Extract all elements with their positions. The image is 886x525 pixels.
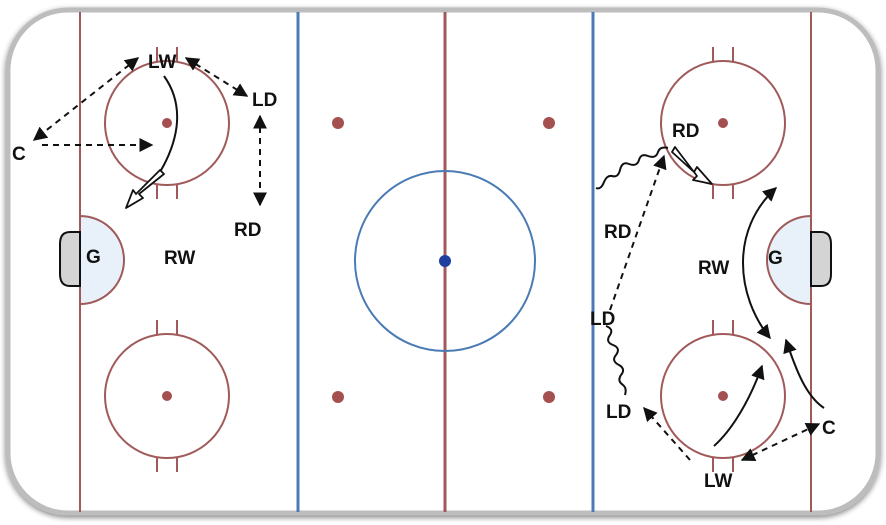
- left-zone-arrows: [32, 57, 267, 207]
- faceoff-circle-right-top: [660, 47, 786, 199]
- label-left-rd: RD: [234, 220, 261, 241]
- goal-net-left: [59, 231, 81, 287]
- label-left-rw: RW: [164, 248, 195, 269]
- label-right-ld-top: LD: [590, 309, 615, 330]
- pass-lw-ld-right-arrow: [643, 406, 691, 461]
- label-right-c: C: [822, 418, 836, 439]
- right-zone-arrows: [595, 146, 825, 462]
- c-skate-path: [783, 338, 825, 409]
- rw-skate-path: [742, 187, 778, 340]
- goal-net-right: [810, 231, 832, 287]
- pass-lw-c-arrow: [32, 57, 140, 141]
- center-circle: [354, 170, 536, 352]
- neutral-dot-top-right: [543, 117, 555, 129]
- label-right-ld: LD: [606, 402, 631, 423]
- center-faceoff-spot: [439, 255, 451, 267]
- neutral-dot-top-left: [332, 117, 344, 129]
- neutral-dot-bottom-right: [543, 391, 555, 403]
- lw-shot-arrow: [125, 169, 165, 209]
- label-left-c: C: [12, 144, 26, 165]
- label-right-rd: RD: [604, 222, 631, 243]
- goal-crease-left: [79, 214, 125, 306]
- label-right-rd-top: RD: [672, 121, 699, 142]
- faceoff-circle-right-bottom: [660, 320, 786, 472]
- pass-lw-c-right-arrow: [740, 422, 821, 462]
- label-right-lw: LW: [704, 471, 733, 492]
- lw-skate-path: [159, 75, 179, 173]
- rd-shot-arrow: [671, 146, 713, 185]
- pass-lw-ld-arrow: [184, 57, 249, 97]
- label-left-lw: LW: [148, 52, 177, 73]
- faceoff-circle-left-bottom: [104, 320, 230, 472]
- neutral-dot-bottom-left: [332, 391, 344, 403]
- pass-ld-rd-right-arrow: [609, 154, 667, 311]
- label-left-ld: LD: [252, 90, 277, 111]
- ld-wavy-path: [605, 325, 627, 396]
- label-left-g: G: [86, 247, 101, 268]
- label-right-g: G: [768, 248, 783, 269]
- label-right-rw: RW: [698, 258, 729, 279]
- lw-skate-path-right: [713, 364, 765, 447]
- rd-wavy-path: [595, 146, 669, 190]
